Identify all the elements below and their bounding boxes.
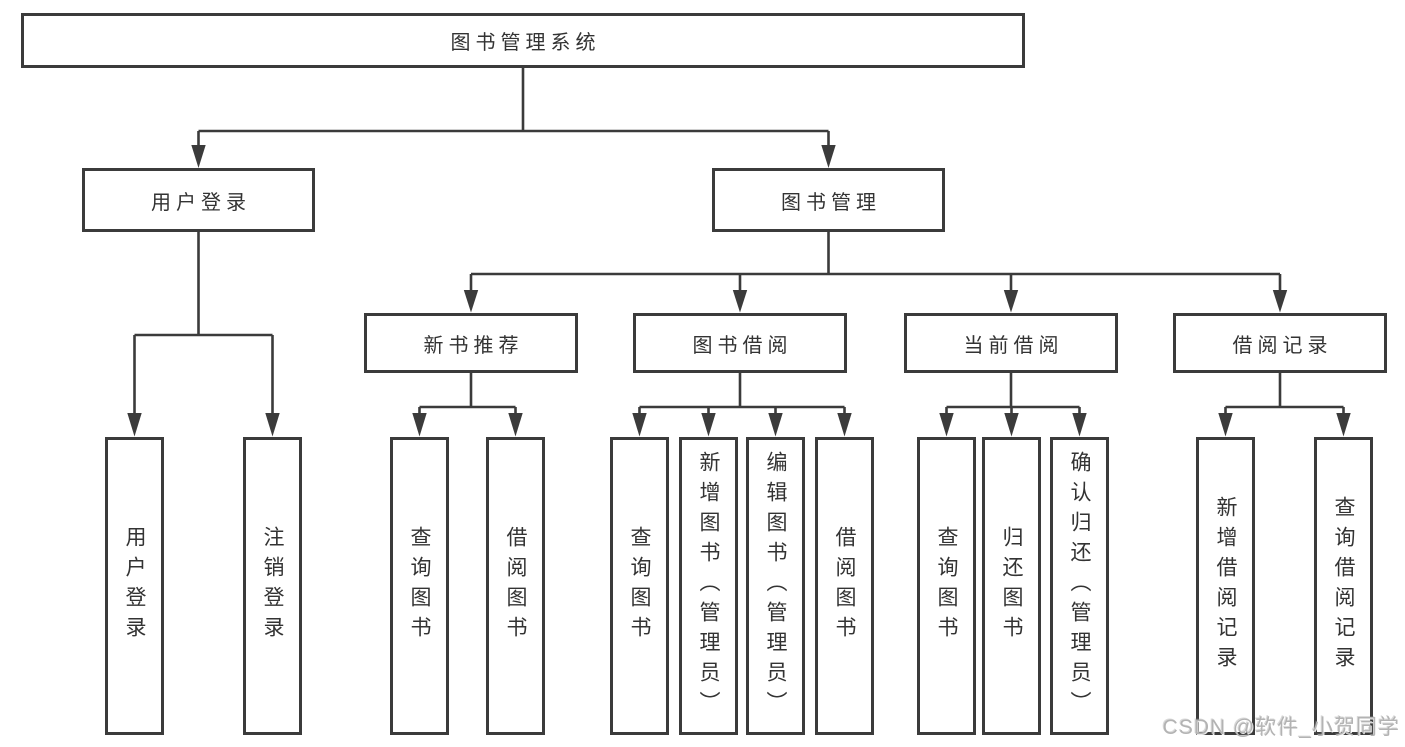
node-borrow-records: 借阅记录 [1173,313,1387,373]
leaf-user-login: 用户登录 [105,437,164,735]
leaf-query-books-current: 查询图书 [917,437,976,735]
node-book-borrow: 图书借阅 [633,313,847,373]
node-root: 图书管理系统 [21,13,1025,68]
node-current-borrow: 当前借阅 [904,313,1118,373]
node-user-login: 用户登录 [82,168,315,232]
csdn-watermark: CSDN @软件_小贺同学 [1162,716,1400,739]
leaf-query-books-recommend: 查询图书 [390,437,449,735]
node-new-book-recommend: 新书推荐 [364,313,578,373]
leaf-logout: 注销登录 [243,437,302,735]
leaf-borrow-books-recommend: 借阅图书 [486,437,545,735]
leaf-add-borrow-record: 新增借阅记录 [1196,437,1255,735]
leaf-return-book: 归还图书 [982,437,1041,735]
leaf-confirm-return-admin: 确认归还（管理员） [1050,437,1109,735]
leaf-query-borrow-record: 查询借阅记录 [1314,437,1373,735]
arrowheads [127,145,1351,437]
leaf-edit-book-admin: 编辑图书（管理员） [746,437,805,735]
leaf-query-books-borrow: 查询图书 [610,437,669,735]
leaf-add-book-admin: 新增图书（管理员） [679,437,738,735]
node-book-management: 图书管理 [712,168,945,232]
leaf-borrow-books: 借阅图书 [815,437,874,735]
